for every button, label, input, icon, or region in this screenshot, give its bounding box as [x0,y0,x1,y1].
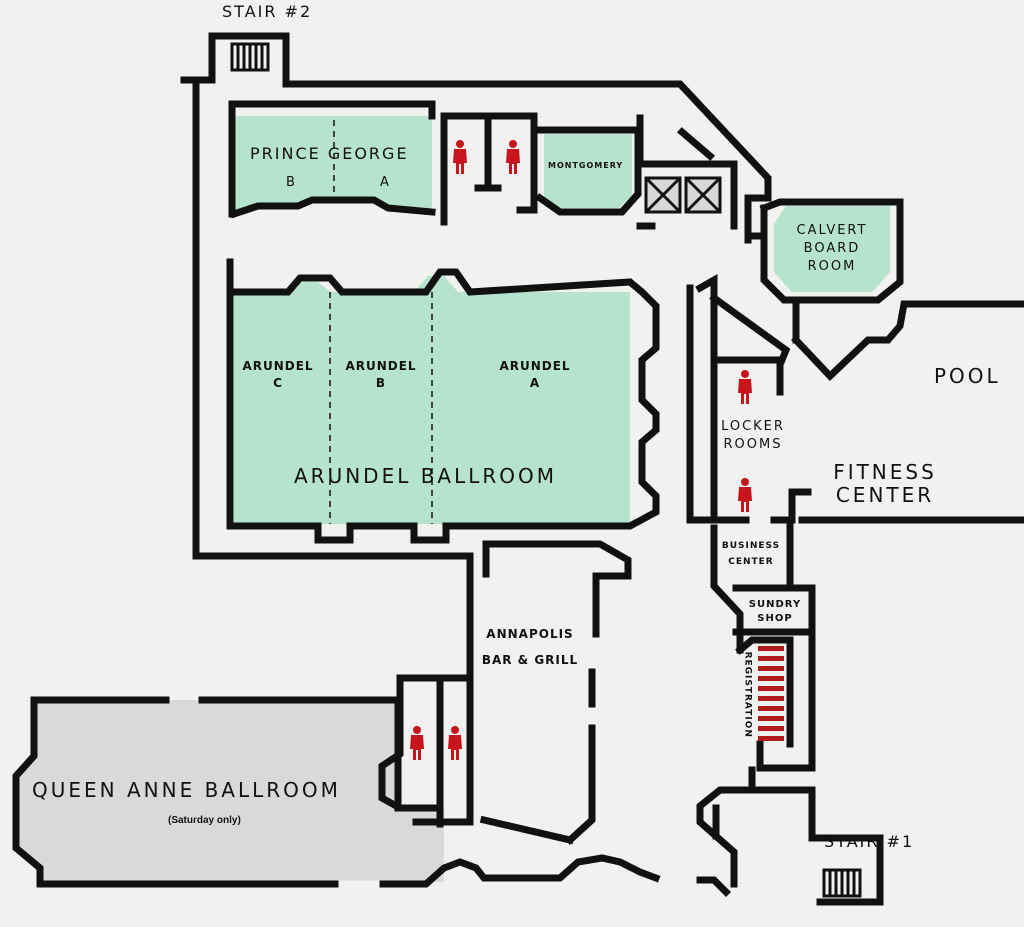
montgomery-label: MONTGOMERY [548,161,624,170]
montgomery-room[interactable] [544,134,632,208]
prince-george-room[interactable] [232,116,432,214]
prince-george-a-label: A [380,175,391,190]
annapolis-label-2: BAR & GRILL [481,653,579,667]
arundel-c-label-2: C [273,376,283,390]
arundel-ballroom-room[interactable] [234,276,630,524]
queen-anne-note: (Saturday only) [168,815,241,826]
locker-rooms-label-2: ROOMS [723,437,783,452]
sundry-shop-label-2: SHOP [757,613,793,624]
restroom-icon [448,726,462,760]
fitness-center-label-2: CENTER [835,483,935,507]
section-dividers [329,120,433,524]
locker-rooms-label-1: LOCKER [721,419,785,434]
arundel-c-label-1: ARUNDEL [242,359,314,373]
restroom-icon [410,726,424,760]
calvert-label-3: ROOM [807,259,857,274]
calvert-board-room[interactable] [774,206,890,292]
calvert-label-2: BOARD [803,241,861,256]
fitness-center-label-1: FITNESS [833,460,937,484]
stair-icon [822,868,862,898]
pool-label: POOL [934,364,1001,388]
arundel-b-label-2: B [375,376,387,390]
prince-george-b-label: B [286,175,297,190]
annapolis-label-1: ANNAPOLIS [486,627,574,641]
arundel-ballroom-label: ARUNDEL BALLROOM [294,464,558,488]
stair-2-label: STAIR #2 [222,2,313,21]
stair-1-label: STAIR #1 [824,832,915,851]
business-center-label-2: CENTER [728,557,774,567]
restroom-icon [738,478,752,512]
restroom-icon [506,140,520,174]
registration-label: REGISTRATION [742,651,753,738]
arundel-a-label-2: A [529,376,541,390]
elevator-icon [644,176,722,214]
registration-desk[interactable] [758,646,784,741]
stair-icon [230,42,270,72]
queen-anne-ballroom-room[interactable] [16,700,444,882]
sundry-shop-label-1: SUNDRY [748,599,802,610]
calvert-label-1: CALVERT [796,223,868,238]
prince-george-label: PRINCE GEORGE [250,144,409,163]
queen-anne-label: QUEEN ANNE BALLROOM [32,778,341,802]
walls [12,32,1024,906]
restroom-icon [738,370,752,404]
business-center-label-1: BUSINESS [721,541,781,551]
arundel-b-label-1: ARUNDEL [345,359,417,373]
arundel-a-label-1: ARUNDEL [499,359,571,373]
restroom-icon [453,140,467,174]
